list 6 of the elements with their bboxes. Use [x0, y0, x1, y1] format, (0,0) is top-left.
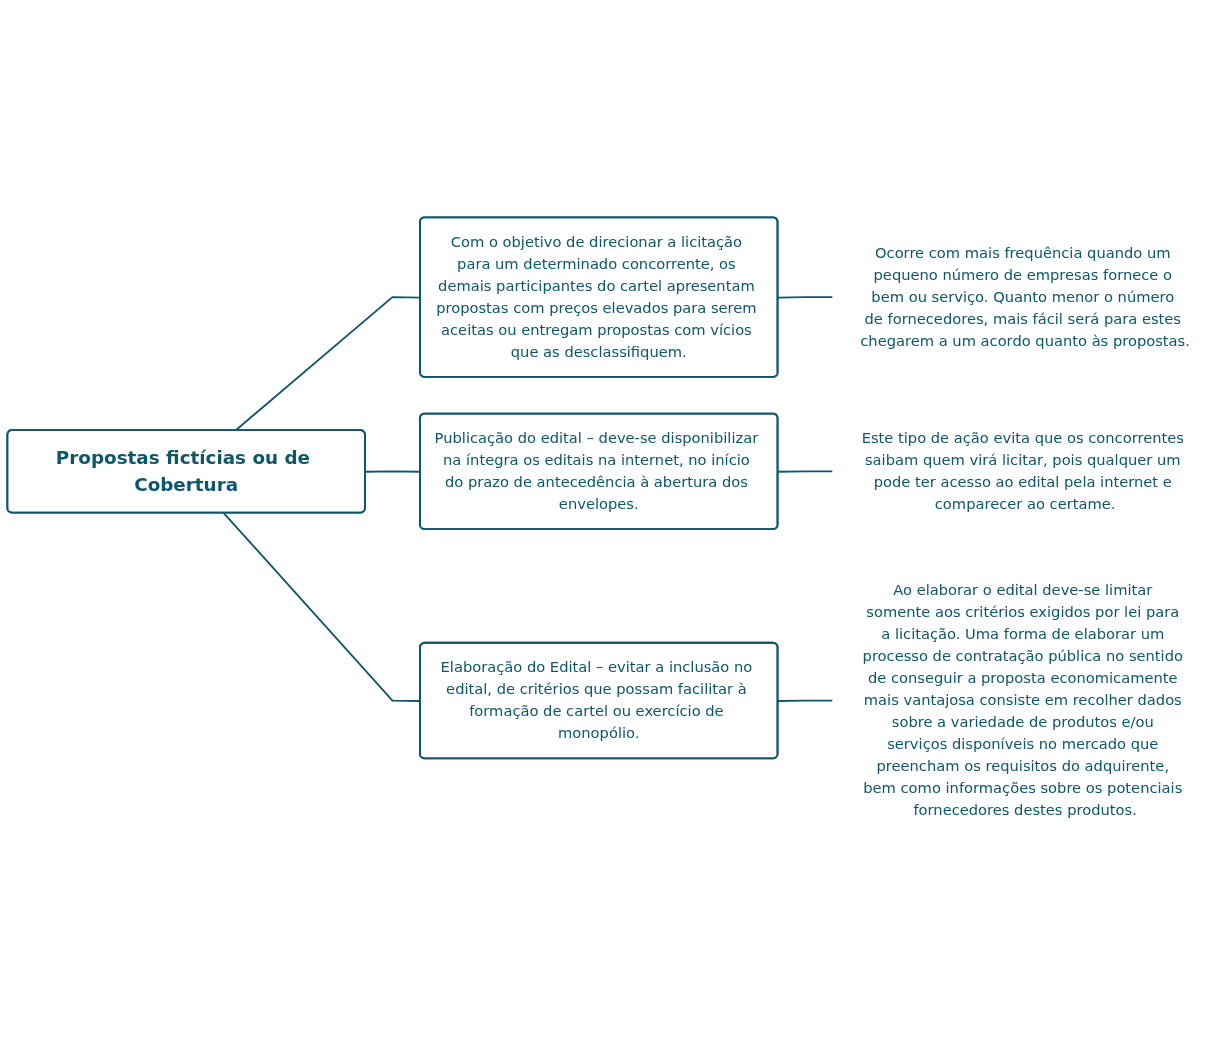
node-text: Ocorre com mais frequência quando um pequeno número de empresas fornece o bem ou serviço. Quanto menor o número de fornecedores, mais fácil será para estes chegarem a um acordo quanto às propostas. — [860, 244, 1190, 350]
node-text: Ao elaborar o edital deve-se limitar somente aos critérios exigidos por lei para a licitação. Uma forma de elaborar um processo de contratação pública no sentido de conseguir a proposta economicamente mais vantajosa consiste em recolher dados sobre a variedade de produtos e/ou serviços disponíveis no mercado que preencham os requisitos do adquirente, bem como informações sobre os potenciais fornecedores destes produtos. — [862, 581, 1183, 819]
connector — [777, 470, 834, 473]
connector — [777, 699, 834, 703]
node-text: Este tipo de ação evita que os concorrentes saibam quem virá licitar, pois qualquer um pode ter acesso ao edital pela internet e comparecer ao certame. — [861, 429, 1184, 513]
connector — [777, 296, 834, 299]
